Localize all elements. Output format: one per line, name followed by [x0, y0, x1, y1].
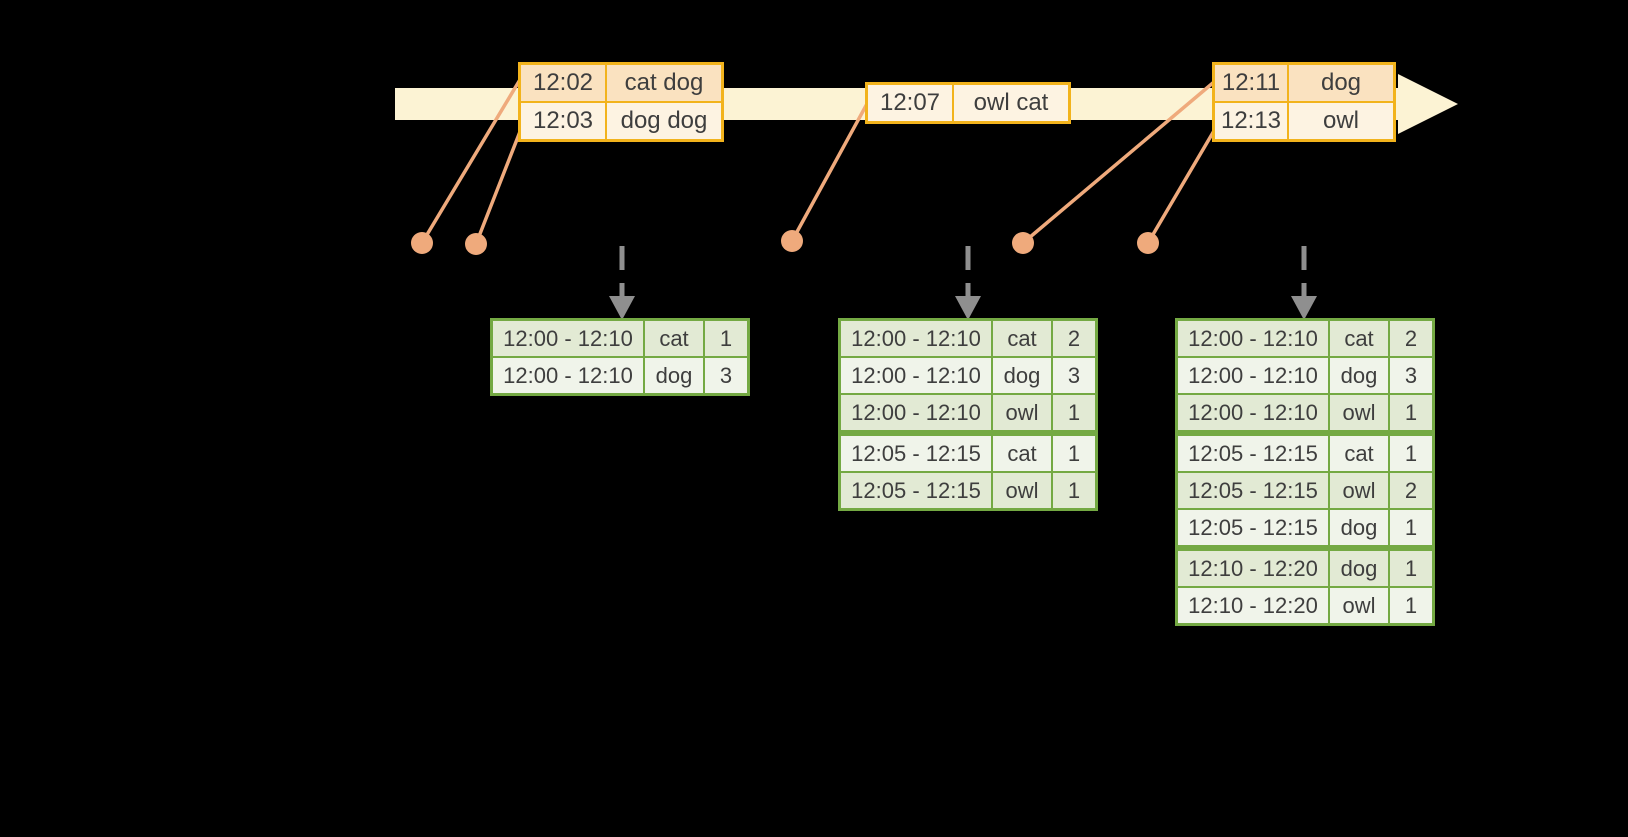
event-connector — [1146, 122, 1220, 245]
window-cell: 12:05 - 12:15 — [1178, 436, 1328, 471]
window-cell: 12:00 - 12:10 — [493, 358, 643, 393]
word-cell: dog — [645, 358, 703, 393]
word-cell: cat — [1330, 436, 1388, 471]
window-cell: 12:05 - 12:15 — [841, 473, 991, 508]
event-dot — [1012, 232, 1034, 254]
count-cell: 1 — [1053, 436, 1095, 471]
word-cell: dog — [993, 358, 1051, 393]
count-cell: 3 — [1053, 358, 1095, 393]
event-connector — [474, 122, 525, 246]
event-connector — [790, 100, 870, 243]
count-cell: 2 — [1390, 321, 1432, 356]
window-cell: 12:05 - 12:15 — [1178, 473, 1328, 508]
event-connector — [420, 76, 523, 245]
window-cell: 12:05 - 12:15 — [841, 436, 991, 471]
window-group-separator — [1178, 547, 1432, 549]
count-cell: 2 — [1053, 321, 1095, 356]
event-words-cell: cat dog — [607, 65, 721, 101]
trigger-arrowhead-icon — [955, 296, 981, 320]
event-words-cell: owl — [1289, 103, 1393, 139]
count-cell: 2 — [1390, 473, 1432, 508]
word-cell: cat — [645, 321, 703, 356]
event-words-cell: dog — [1289, 65, 1393, 101]
event-connector — [1021, 80, 1216, 245]
window-cell: 12:00 - 12:10 — [841, 395, 991, 430]
window-cell: 12:00 - 12:10 — [841, 358, 991, 393]
word-cell: dog — [1330, 358, 1388, 393]
trigger-arrowhead-icon — [609, 296, 635, 320]
timeline-arrowhead-icon — [1398, 74, 1458, 134]
window-group-separator — [841, 432, 1095, 434]
count-cell: 3 — [705, 358, 747, 393]
word-cell: dog — [1330, 510, 1388, 545]
event-dot — [411, 232, 433, 254]
event-time-cell: 12:11 — [1215, 65, 1287, 101]
count-cell: 1 — [1390, 510, 1432, 545]
word-cell: cat — [993, 321, 1051, 356]
trigger-arrowhead-icon — [1291, 296, 1317, 320]
count-cell: 3 — [1390, 358, 1432, 393]
count-cell: 1 — [1053, 395, 1095, 430]
count-cell: 1 — [705, 321, 747, 356]
event-time-cell: 12:07 — [868, 85, 952, 121]
event-words-cell: owl cat — [954, 85, 1068, 121]
window-cell: 12:00 - 12:10 — [841, 321, 991, 356]
window-group-separator — [1178, 432, 1432, 434]
window-cell: 12:05 - 12:15 — [1178, 510, 1328, 545]
count-cell: 1 — [1390, 588, 1432, 623]
window-cell: 12:10 - 12:20 — [1178, 551, 1328, 586]
word-cell: cat — [1330, 321, 1388, 356]
window-cell: 12:00 - 12:10 — [1178, 395, 1328, 430]
event-time-cell: 12:03 — [521, 103, 605, 139]
count-cell: 1 — [1390, 395, 1432, 430]
window-cell: 12:10 - 12:20 — [1178, 588, 1328, 623]
word-cell: owl — [1330, 473, 1388, 508]
word-cell: owl — [993, 473, 1051, 508]
count-cell: 1 — [1053, 473, 1095, 508]
word-cell: owl — [1330, 588, 1388, 623]
word-cell: cat — [993, 436, 1051, 471]
event-time-cell: 12:13 — [1215, 103, 1287, 139]
window-cell: 12:00 - 12:10 — [493, 321, 643, 356]
count-cell: 1 — [1390, 551, 1432, 586]
event-words-cell: dog dog — [607, 103, 721, 139]
word-cell: owl — [1330, 395, 1388, 430]
word-cell: dog — [1330, 551, 1388, 586]
count-cell: 1 — [1390, 436, 1432, 471]
window-cell: 12:00 - 12:10 — [1178, 358, 1328, 393]
word-cell: owl — [993, 395, 1051, 430]
event-dot — [1137, 232, 1159, 254]
event-time-cell: 12:02 — [521, 65, 605, 101]
event-dot — [781, 230, 803, 252]
window-cell: 12:00 - 12:10 — [1178, 321, 1328, 356]
event-dot — [465, 233, 487, 255]
